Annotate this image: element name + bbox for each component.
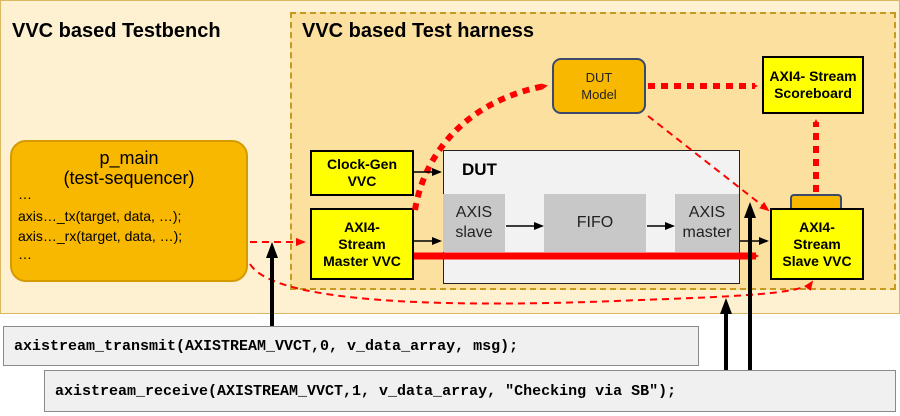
testbench-title: VVC based Testbench bbox=[12, 20, 221, 42]
harness-title: VVC based Test harness bbox=[302, 20, 534, 42]
fifo-label: FIFO bbox=[576, 214, 614, 231]
transmit-command-box: axistream_transmit(AXISTREAM_VVCT,0, v_d… bbox=[3, 326, 699, 366]
fifo-box: FIFO bbox=[544, 194, 646, 252]
dut-model-box: DUT Model bbox=[552, 58, 646, 114]
axis-slave-line1: AXIS bbox=[455, 204, 493, 221]
axis-master-line2: master bbox=[682, 224, 732, 241]
dut-model-line1: DUT bbox=[585, 70, 613, 85]
rx-call-text: axis…_rx(target, data, …); bbox=[18, 228, 183, 244]
to-model-dotted-arrow bbox=[412, 83, 548, 211]
clock-gen-vvc-box: Clock-Gen VVC bbox=[310, 150, 414, 196]
p-main-label: p_main bbox=[99, 148, 159, 168]
master-vvc-line1: AXI4- bbox=[344, 218, 380, 235]
dut-model-line2: Model bbox=[581, 87, 617, 102]
slave-vvc-line2: Stream bbox=[793, 235, 841, 252]
test-sequencer-label: (test-sequencer) bbox=[63, 168, 195, 188]
dut-title: DUT bbox=[462, 160, 497, 179]
model-to-slave-dashed-arrow bbox=[647, 115, 770, 212]
tx-call-text: axis…_tx(target, data, …); bbox=[18, 208, 182, 224]
axis-slave-line2: slave bbox=[455, 224, 493, 241]
scoreboard-line2: Scoreboard bbox=[774, 85, 852, 101]
test-sequencer-box: p_main (test-sequencer) … axis…_tx(targe… bbox=[10, 140, 248, 282]
slave-vvc-line3: Slave VVC bbox=[782, 252, 852, 269]
slave-vvc-line1: AXI4- bbox=[799, 218, 835, 235]
master-vvc-line2: Stream bbox=[338, 235, 386, 252]
sequencer-to-slave-dashed-arrow bbox=[249, 263, 814, 305]
axis-master-box: AXIS master bbox=[675, 194, 739, 252]
clock-gen-line2: VVC bbox=[347, 173, 377, 189]
master-vvc-box: AXI4- Stream Master VVC bbox=[310, 208, 414, 280]
master-vvc-line3: Master VVC bbox=[323, 252, 401, 269]
sequencer-dots-bottom: … bbox=[18, 246, 32, 262]
axis-slave-box: AXIS slave bbox=[443, 194, 505, 252]
scoreboard-line1: AXI4- Stream bbox=[769, 68, 857, 84]
scoreboard-box: AXI4- Stream Scoreboard bbox=[762, 56, 864, 114]
axis-master-line1: AXIS bbox=[688, 204, 726, 221]
slave-vvc-box: AXI4- Stream Slave VVC bbox=[770, 208, 864, 280]
clock-gen-line1: Clock-Gen bbox=[326, 156, 397, 172]
receive-command-box: axistream_receive(AXISTREAM_VVCT,1, v_da… bbox=[44, 370, 896, 412]
sequencer-dots-top: … bbox=[18, 186, 32, 202]
